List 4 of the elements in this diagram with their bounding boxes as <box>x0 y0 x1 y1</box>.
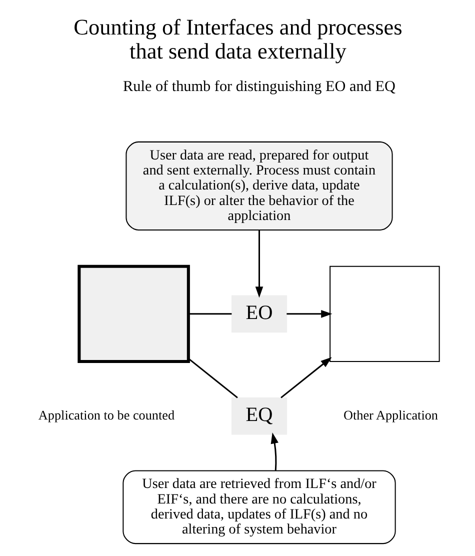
label: Rule of thumb for distinguishing EO and EQ <box>122 78 395 95</box>
node-label: Application to be counted <box>38 408 174 423</box>
diagram-title: Counting of Interfaces and processes that send data externally <box>73 14 402 64</box>
node-label: Other Application <box>342 408 438 423</box>
